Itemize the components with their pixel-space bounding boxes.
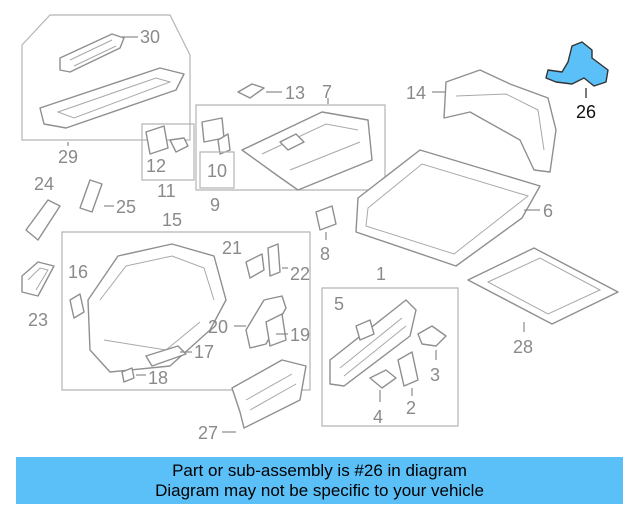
- callout-27: 27: [198, 423, 218, 443]
- part-14-group: 14: [406, 69, 557, 173]
- part-12-bracket: [145, 125, 169, 155]
- part-18: [121, 367, 135, 383]
- part-29-parcel-shelf-group: 30 29: [21, 14, 191, 167]
- part-1-sill: [329, 299, 417, 387]
- callout-12: 12: [146, 156, 166, 176]
- part-27-ribs: [245, 373, 297, 411]
- callout-7: 7: [322, 82, 332, 102]
- callout-18: 18: [148, 368, 168, 388]
- box-10: [199, 151, 235, 189]
- callout-9: 9: [210, 195, 220, 215]
- part-6-inner: [365, 163, 530, 255]
- callout-11: 11: [157, 181, 176, 201]
- part-27: [231, 359, 307, 429]
- callout-8: 8: [320, 244, 330, 264]
- part-23: [21, 261, 55, 297]
- callout-5: 5: [334, 294, 344, 314]
- callout-29: 29: [58, 147, 78, 167]
- part-26-highlighted: [545, 41, 609, 87]
- part-16: [69, 293, 85, 319]
- callout-20: 20: [208, 317, 228, 337]
- box-15: [61, 231, 311, 391]
- part-13-group: 13: [237, 83, 305, 103]
- part-22: [267, 243, 281, 277]
- part-28-frame: [467, 247, 619, 325]
- part-17: [145, 345, 187, 367]
- part-8: [315, 205, 337, 231]
- callout-15: 15: [162, 210, 182, 230]
- callout-19: 19: [290, 325, 310, 345]
- part-14-edge: [455, 93, 545, 151]
- callout-28: 28: [513, 337, 533, 357]
- callout-10: 10: [207, 161, 227, 181]
- part-21: [245, 253, 265, 279]
- part-7-trim: [241, 111, 373, 191]
- part-29-shelf: [39, 67, 185, 129]
- part-2: [397, 351, 419, 387]
- part-24-25-group: 24 25: [25, 174, 136, 241]
- box-12: [141, 123, 195, 181]
- part-26-group: 26: [545, 41, 609, 122]
- part-3: [417, 325, 447, 347]
- part-27-group: 27: [198, 359, 307, 443]
- part-1-ribs: [339, 317, 407, 377]
- part-30-cover: [59, 33, 125, 73]
- part-7-handle: [279, 133, 305, 151]
- callout-22: 22: [290, 264, 310, 284]
- part-30-ribs: [69, 39, 117, 67]
- part-4: [369, 369, 397, 389]
- part-15-trim: [87, 243, 227, 373]
- callout-2: 2: [406, 398, 416, 418]
- callout-30: 30: [140, 27, 160, 47]
- part-23-group: 23: [21, 261, 55, 330]
- callout-6: 6: [543, 201, 553, 221]
- part-12-screw: [169, 137, 189, 153]
- callout-26: 26: [576, 102, 596, 122]
- callout-23: 23: [28, 310, 48, 330]
- notice-line-1: Part or sub-assembly is #26 in diagram: [172, 460, 467, 480]
- callout-13: 13: [285, 83, 305, 103]
- box-29: [21, 14, 191, 141]
- callout-21: 21: [222, 238, 242, 258]
- callout-1: 1: [376, 264, 386, 284]
- part-1-group: 1 5 3 2 4: [321, 264, 459, 427]
- part-15-group: 15 16 21 22 20 19 17 18: [61, 210, 311, 391]
- notice-line-2: Diagram may not be specific to your vehi…: [155, 480, 484, 500]
- part-28-inner: [486, 257, 602, 315]
- callout-14: 14: [406, 83, 426, 103]
- callout-3: 3: [430, 365, 440, 385]
- part-8-group: 8: [315, 205, 337, 264]
- part-11-group: 12 11: [141, 123, 195, 201]
- part-5: [355, 319, 375, 341]
- part-13: [237, 83, 265, 99]
- callout-16: 16: [68, 262, 88, 282]
- part-10-pin: [217, 133, 231, 155]
- callout-24: 24: [34, 174, 54, 194]
- part-6-group: 6: [355, 149, 553, 267]
- parts-diagram: 30 29 13 7 10 9 12 11 14: [21, 14, 619, 443]
- part-24: [25, 199, 61, 241]
- part-25: [79, 179, 103, 213]
- callout-4: 4: [373, 407, 383, 427]
- callout-17: 17: [194, 342, 214, 362]
- part-7-group: 7 10 9: [195, 82, 386, 215]
- part-19: [265, 313, 287, 347]
- box-1: [321, 287, 459, 427]
- notice-banner: Part or sub-assembly is #26 in diagram D…: [16, 457, 623, 504]
- part-28-group: 28: [467, 247, 619, 357]
- part-29-shelf-inner: [56, 77, 172, 119]
- callout-25: 25: [116, 197, 136, 217]
- part-23-inner: [27, 267, 49, 291]
